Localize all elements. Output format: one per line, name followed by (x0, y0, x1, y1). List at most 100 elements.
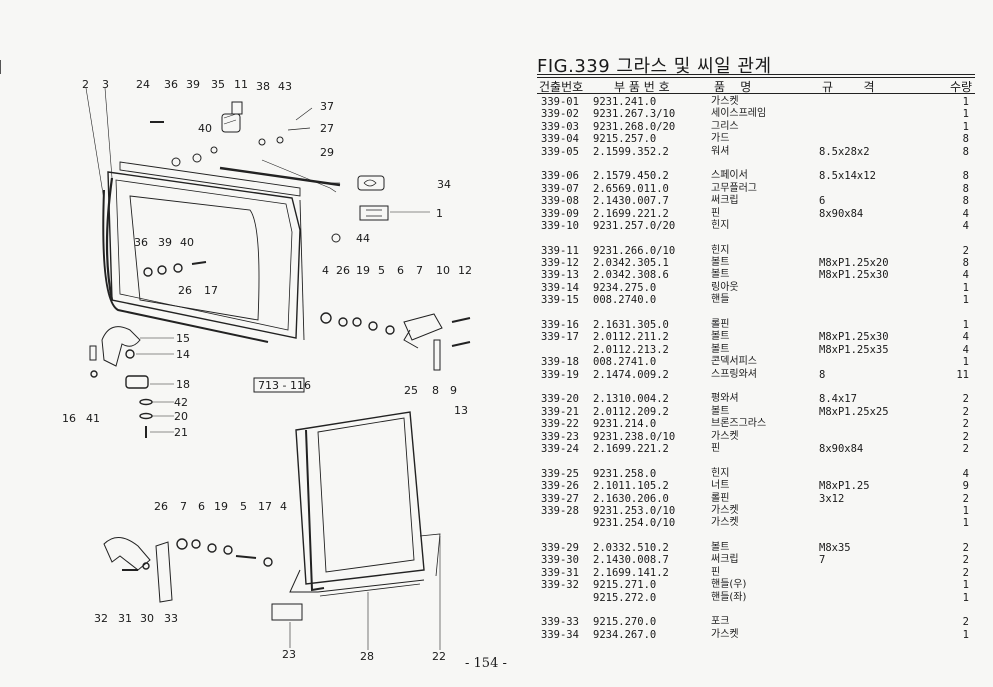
part-qty: 1 (962, 591, 969, 604)
part-name: 핀 (711, 442, 721, 454)
part-qty: 2 (962, 442, 969, 455)
hinge-10 (403, 313, 443, 341)
part-number: 2.0112.209.2 (593, 405, 669, 418)
part-number: 2.1310.004.2 (593, 393, 669, 406)
callout-33: 33 (164, 612, 178, 625)
callout-28: 28 (360, 650, 374, 663)
row-number: 339-17 (541, 331, 579, 344)
callout-26: 26 (178, 284, 192, 297)
row-number: 339-25 (541, 467, 579, 480)
callout-14: 14 (176, 348, 190, 361)
handle-15 (101, 326, 141, 367)
part-number: 9231.266.0/10 (593, 244, 676, 257)
part-qty: 8 (962, 182, 969, 195)
part-qty: 2 (962, 492, 969, 505)
part-qty: 2 (962, 566, 969, 579)
part-name: 핸들(우) (711, 579, 747, 591)
row-number: 339-12 (541, 257, 579, 270)
part-qty: 4 (962, 331, 969, 344)
part-name: 가스켓 (711, 628, 739, 640)
part-number: 2.0112.211.2 (593, 331, 669, 344)
part-name: 핸들(좌) (711, 591, 747, 603)
row-number: 339-13 (541, 269, 579, 282)
part-name: 가스켓 (711, 430, 739, 442)
part-number: 9215.270.0 (593, 616, 657, 629)
header-name: 품 명 (714, 80, 752, 94)
row-number: 339-30 (541, 554, 579, 567)
callout-26c: 26 (154, 500, 168, 513)
margin-mark (0, 60, 4, 74)
row-number: 339-18 (541, 356, 579, 369)
callout-31: 31 (118, 612, 132, 625)
exploded-parts-diagram: 2 3 24 36 39 35 11 38 43 40 37 27 29 34 … (62, 78, 472, 663)
callout-7b: 7 (180, 500, 187, 513)
part-number: 2.1430.008.7 (593, 554, 669, 567)
callout-19b: 19 (214, 500, 228, 513)
part-spec: M8xP1.25x30 (819, 331, 889, 344)
part-number: 9231.257.0/20 (593, 219, 676, 232)
part-name: 콘덱서피스 (711, 356, 757, 368)
part-spec: 8x90x84 (819, 207, 864, 220)
part-spec: 8 (819, 368, 826, 381)
part-qty: 1 (962, 108, 969, 121)
row-number: 339-09 (541, 207, 579, 220)
part-spec: 3x12 (819, 492, 845, 505)
callout-36b: 36 (134, 236, 148, 249)
part-number: 9231.268.0/20 (593, 120, 676, 133)
part-name: 그리스 (711, 120, 739, 132)
row-number: 339-06 (541, 170, 579, 183)
part-qty: 8 (962, 145, 969, 158)
part-number: 2.0112.213.2 (593, 343, 669, 356)
callout-26b: 26 (336, 264, 350, 277)
part-name: 스프링와셔 (711, 368, 757, 380)
part-name: 볼트 (711, 542, 730, 554)
callout-32: 32 (94, 612, 108, 625)
callout-24: 24 (136, 78, 150, 91)
row-number: 339-03 (541, 120, 579, 133)
part-number: 2.0342.305.1 (593, 257, 669, 270)
callout-5: 5 (378, 264, 385, 277)
callout-13: 13 (454, 404, 468, 417)
title-rule (537, 74, 975, 75)
callout-39: 39 (186, 78, 200, 91)
part-qty: 2 (962, 244, 969, 257)
part-qty: 8 (962, 133, 969, 146)
part-number: 2.1599.352.2 (593, 145, 669, 158)
row-number: 339-21 (541, 405, 579, 418)
part-name: 가스켓 (711, 504, 739, 516)
callout-12: 12 (458, 264, 472, 277)
row-number: 339-19 (541, 368, 579, 381)
header-bottom-rule (537, 93, 975, 94)
callout-36: 36 (164, 78, 178, 91)
part-qty: 2 (962, 393, 969, 406)
part-name: 볼트 (711, 257, 730, 269)
gasket-34 (261, 159, 337, 193)
part-qty: 1 (962, 319, 969, 332)
part-spec: M8xP1.25x25 (819, 405, 889, 418)
callout-29: 29 (320, 146, 334, 159)
part-qty: 1 (962, 294, 969, 307)
header-top-rule (537, 77, 975, 78)
part-number: 008.2740.0 (593, 294, 657, 307)
row-number: 339-34 (541, 628, 579, 641)
row-number: 339-20 (541, 393, 579, 406)
part-number: 9215.271.0 (593, 579, 657, 592)
part-qty: 2 (962, 430, 969, 443)
part-name: 핀 (711, 207, 721, 219)
part-number: 2.1430.007.7 (593, 195, 669, 208)
callout-4b: 4 (280, 500, 287, 513)
callout-44: 44 (356, 232, 370, 245)
part-number: 2.0332.510.2 (593, 542, 669, 555)
part-spec: 7 (819, 554, 826, 567)
callout-9: 9 (450, 384, 457, 397)
part-name: 힌지 (711, 244, 730, 256)
